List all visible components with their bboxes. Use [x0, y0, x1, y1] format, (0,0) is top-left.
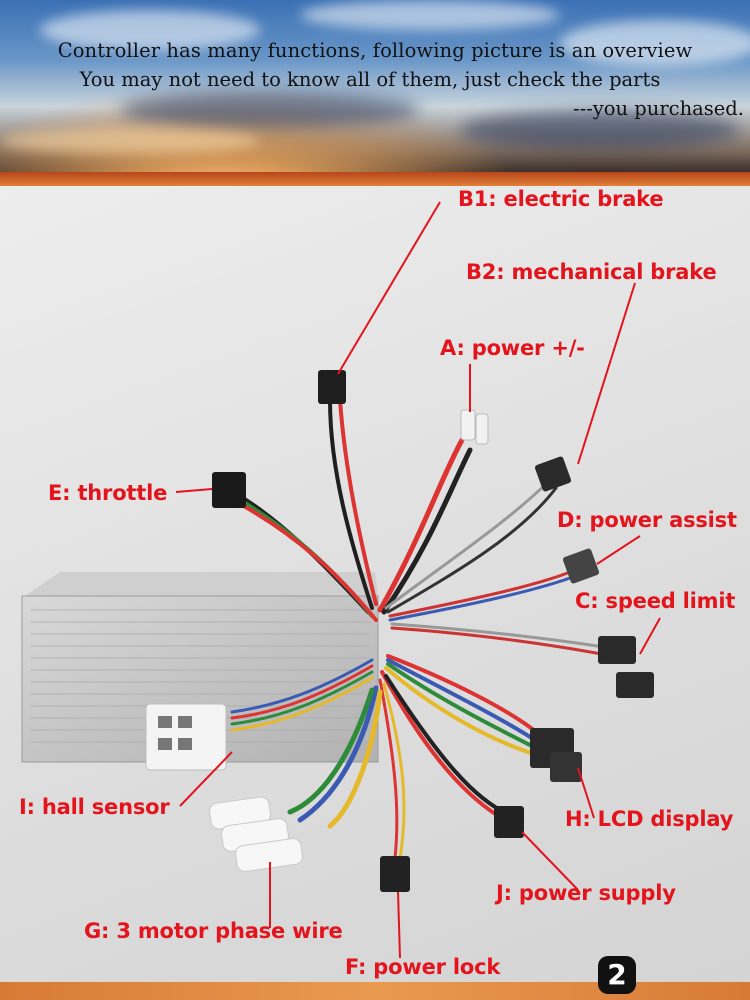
label-e-throttle: E: throttle — [48, 481, 168, 505]
label-i-hall-sensor: I: hall sensor — [19, 795, 170, 819]
wire-bundle — [230, 398, 614, 860]
label-b2-mechanical-brake: B2: mechanical brake — [466, 260, 717, 284]
controller-box — [21, 572, 379, 763]
page-number-badge: 2 — [598, 956, 636, 994]
label-d-power-assist: D: power assist — [557, 508, 737, 532]
leader-lines — [175, 201, 661, 959]
label-c-speed-limit: C: speed limit — [575, 589, 736, 613]
banner-line-1: Controller has many functions, following… — [57, 39, 693, 62]
footer-band — [0, 982, 750, 1000]
connectors — [145, 370, 654, 892]
header-banner: Controller has many functions, following… — [0, 0, 750, 172]
banner-line-2: You may not need to know all of them, ju… — [79, 68, 661, 91]
label-f-power-lock: F: power lock — [345, 955, 501, 979]
label-a-power: A: power +/- — [440, 336, 585, 360]
banner-text: Controller has many functions, following… — [0, 36, 750, 123]
label-j-power-supply: J: power supply — [496, 881, 676, 905]
label-h-lcd-display: H: LCD display — [565, 807, 734, 831]
label-g-motor-phase-wire: G: 3 motor phase wire — [84, 919, 343, 943]
label-b1-electric-brake: B1: electric brake — [458, 187, 664, 211]
banner-line-3: ---you purchased. — [573, 97, 744, 120]
banner-divider — [0, 172, 750, 186]
